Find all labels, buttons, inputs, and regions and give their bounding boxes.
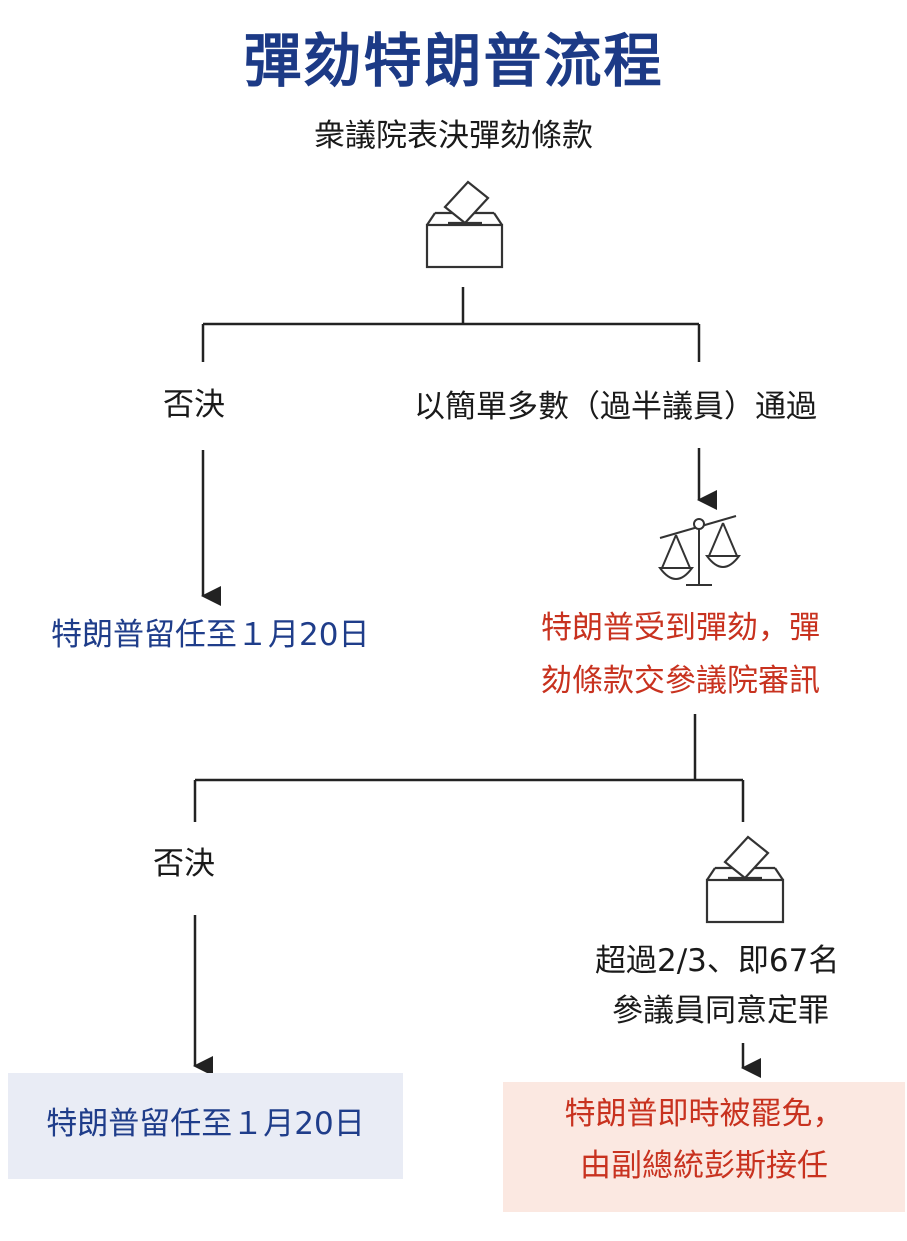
pass-label-1: 以簡單多數（過半議員）通過 [414, 389, 817, 425]
reject-label-2: 否決 [153, 846, 215, 882]
pass-outcome-2-line1: 特朗普即時被罷免， [564, 1096, 844, 1132]
senate-condition-line2: 參議員同意定罪 [612, 993, 829, 1029]
ballot-box-icon [425, 180, 504, 269]
diagram-title: 彈劾特朗普流程 [243, 27, 664, 95]
ballot-box-icon [705, 835, 785, 924]
pass-outcome-1-line2: 劾條款交參議院審訊 [541, 663, 820, 699]
reject-outcome-box: 特朗普留任至１月20日 [8, 1073, 403, 1179]
pass-outcome-2-line2: 由副總統彭斯接任 [580, 1148, 828, 1184]
pass-outcome-1-line1: 特朗普受到彈劾，彈 [541, 610, 820, 646]
removal-outcome-box: 特朗普即時被罷免， 由副總統彭斯接任 [503, 1082, 905, 1212]
reject-label-1: 否決 [163, 387, 225, 423]
scales-of-justice-icon [658, 515, 741, 586]
reject-outcome-1: 特朗普留任至１月20日 [51, 617, 370, 653]
senate-condition-line1: 超過2/3、即67名 [595, 943, 840, 979]
reject-outcome-2: 特朗普留任至１月20日 [46, 1106, 365, 1142]
house-vote-label: 衆議院表決彈劾條款 [314, 118, 593, 154]
